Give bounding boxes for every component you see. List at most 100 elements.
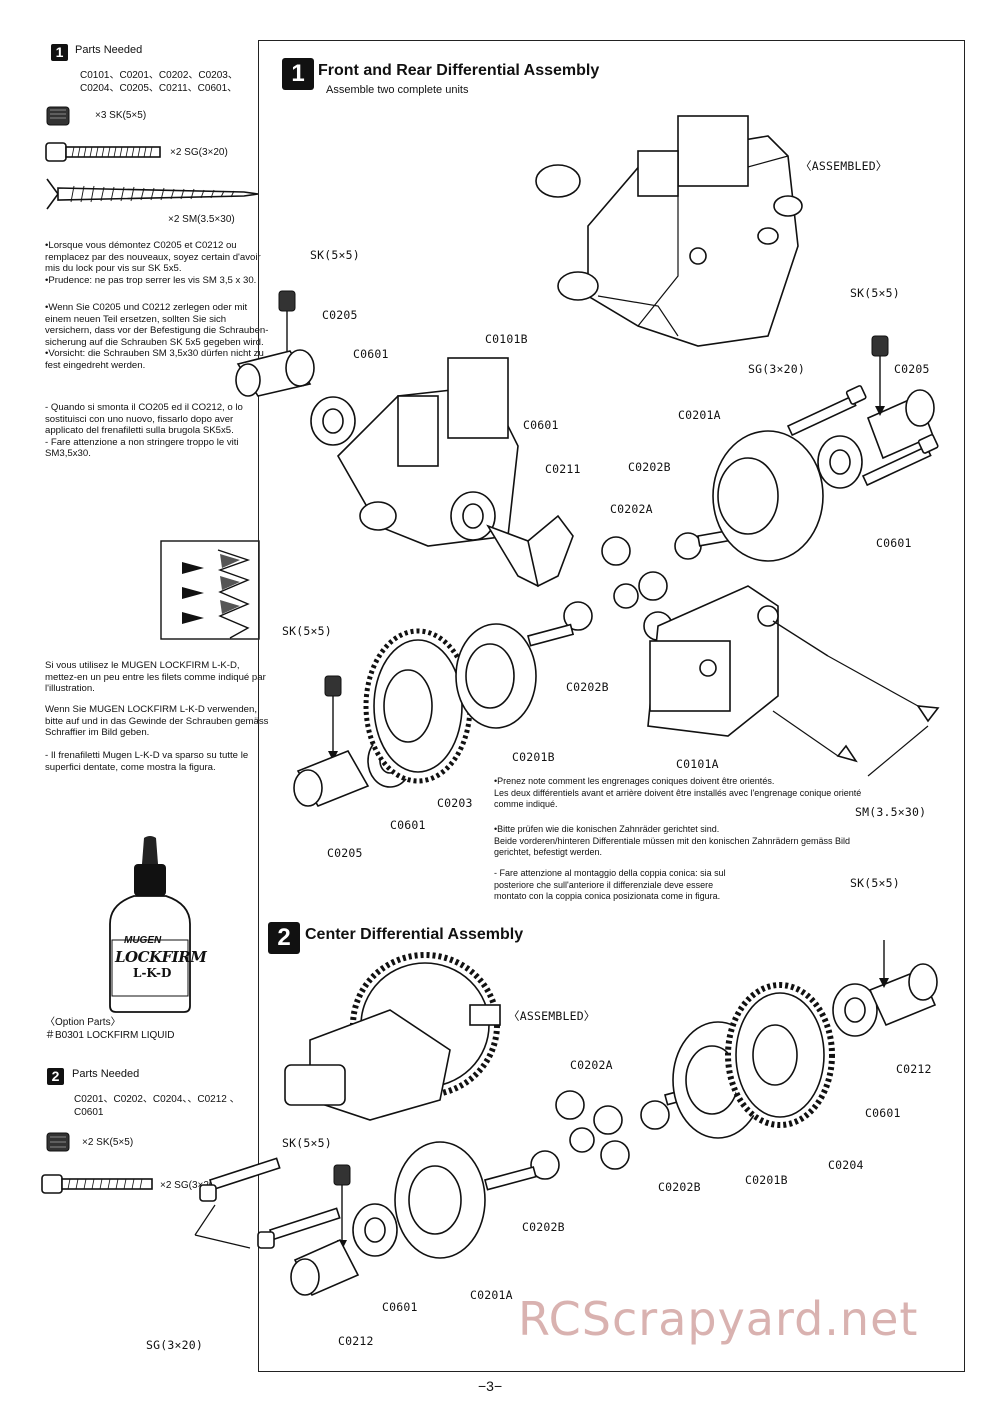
label-c0601-a: C0601	[353, 347, 389, 361]
lockfirm-german: Wenn Sie MUGEN LOCKFIRM L-K-D verwenden,…	[45, 704, 269, 739]
step2-parts-line2: C0601	[74, 1107, 104, 1118]
section1-note-italian: - Fare attenzione al montaggio della cop…	[494, 868, 726, 901]
section1-title: Front and Rear Differential Assembly	[318, 62, 600, 79]
label-c0201b: C0201B	[512, 750, 555, 764]
label-sk-a: SK(5×5)	[310, 248, 360, 262]
label-sk-c: SK(5×5)	[282, 624, 332, 638]
lockfirm-french: Si vous utilisez le MUGEN LOCKFIRM L-K-D…	[45, 660, 266, 695]
section1-exploded-diagram	[235, 115, 940, 808]
step2-item-sg: ×2 SG(3×20)	[160, 1180, 218, 1191]
label-c0205-b: C0205	[894, 362, 930, 376]
pinion-c0211	[486, 514, 574, 588]
section1-note-german: •Bitte prüfen wie die konischen Zahnräde…	[494, 824, 851, 857]
capscrew-sg-left-b	[257, 1207, 341, 1249]
s2-label-c0202b-b: C0202B	[522, 1220, 565, 1234]
step2-parts-line1: C0201、C0202、C0204、、C0212 、	[74, 1094, 240, 1105]
wood-screw-sm-lower	[772, 710, 929, 777]
sg-capscrew-icon	[45, 142, 161, 162]
step2-item-sk: ×2 SK(5×5)	[82, 1137, 134, 1148]
shaft-c0202b-lower	[527, 601, 593, 647]
setscrew-sk-left	[333, 1164, 351, 1250]
lockfirm-bottle-image	[109, 836, 191, 1013]
outdrive-c0205-lower	[293, 749, 370, 808]
bearing-c0601-left	[352, 1203, 398, 1257]
right-bearing-c0601	[817, 435, 863, 489]
left-bearing-c0601	[310, 396, 356, 446]
label-c0205-c: C0205	[327, 846, 363, 860]
section1-badge: 1	[282, 58, 314, 90]
s2-label-sg: SG(3×20)	[146, 1338, 203, 1352]
diff-case-c0201b	[455, 623, 537, 729]
setscrew-sk-right	[879, 940, 889, 988]
section2-assembled-label: 〈ASSEMBLED〉	[508, 1009, 596, 1023]
label-sg: SG(3×20)	[748, 362, 805, 376]
option-parts-item: ＃B0301 LOCKFIRM LIQUID	[45, 1030, 175, 1041]
capscrew-sg-lower	[861, 434, 939, 487]
assembled-center-diff	[284, 952, 501, 1121]
step1-item-sm: ×2 SM(3.5×30)	[168, 214, 235, 225]
step1-parts-line2: C0204、C0205、C0211、C0601、	[80, 83, 238, 94]
note-italian: - Quando si smonta il CO205 ed il CO212,…	[45, 402, 243, 460]
s2-label-c0212-b: C0212	[338, 1334, 374, 1348]
s2-label-c0201b: C0201B	[745, 1173, 788, 1187]
label-c0101b: C0101B	[485, 332, 528, 346]
s2-label-c0601-a: C0601	[865, 1106, 901, 1120]
s2-label-c0202a: C0202A	[570, 1058, 613, 1072]
s2-label-c0601-b: C0601	[382, 1300, 418, 1314]
bottle-brand: MUGEN	[124, 935, 162, 946]
sk-setscrew-icon-2	[46, 1132, 70, 1152]
main-frame	[258, 40, 965, 1372]
label-c0203: C0203	[437, 796, 473, 810]
label-c0201a: C0201A	[678, 408, 721, 422]
label-c0205-a: C0205	[322, 308, 358, 322]
assembled-gearbox	[535, 115, 803, 347]
setscrew-sk-lower	[324, 675, 342, 761]
right-setscrew-sk	[871, 335, 889, 416]
bottle-name: LOCKFIRM	[115, 948, 207, 966]
s2-label-c0202b-a: C0202B	[658, 1180, 701, 1194]
label-c0601-b: C0601	[523, 418, 559, 432]
label-c0202a: C0202A	[610, 502, 653, 516]
bottle-code: L-K-D	[133, 966, 172, 980]
bearing-c0601-b	[450, 491, 496, 541]
label-c0601-c: C0601	[876, 536, 912, 550]
outdrive-c0212-right	[868, 963, 938, 1027]
gearbox-c0101a	[647, 585, 779, 737]
label-sm: SM(3.5×30)	[855, 805, 927, 819]
capscrew-sg-left-a	[199, 1157, 281, 1202]
wood-screw-sm-upper	[772, 620, 940, 723]
left-outdrive-c0205	[235, 349, 315, 397]
note-german: •Wenn Sie C0205 und C0212 zerlegen oder …	[45, 302, 269, 371]
s2-label-c0204: C0204	[828, 1158, 864, 1172]
spider-gears-c0202a-center	[555, 1090, 630, 1170]
label-c0601-d: C0601	[390, 818, 426, 832]
label-c0202b-b: C0202B	[566, 680, 609, 694]
step1-item-sg: ×2 SG(3×20)	[170, 147, 228, 158]
step1-badge: 1	[51, 44, 68, 61]
step2-badge: 2	[47, 1068, 64, 1085]
section1-subtitle: Assemble two complete units	[326, 84, 469, 96]
page-number: −3−	[478, 1378, 503, 1394]
diff-case-c0201a-center	[394, 1141, 486, 1259]
bearing-c0601-right	[832, 983, 878, 1037]
section2-title: Center Differential Assembly	[305, 926, 524, 943]
label-c0211: C0211	[545, 462, 581, 476]
s2-label-c0201a: C0201A	[470, 1288, 513, 1302]
sm-wood-screw-icon	[46, 178, 259, 210]
sk-setscrew-icon	[46, 106, 70, 126]
watermark-text: RCScrapyard.net	[518, 1292, 919, 1346]
label-c0202b-a: C0202B	[628, 460, 671, 474]
lockfirm-italian: - Il frenafiletti Mugen L-K-D va sparso …	[45, 750, 249, 773]
capscrew-sg-upper	[786, 385, 867, 437]
outdrive-c0212-left	[290, 1238, 360, 1297]
label-c0101a: C0101A	[676, 757, 719, 771]
step1-item-sk: ×3 SK(5×5)	[95, 110, 147, 121]
option-parts-title: 〈Option Parts〉	[45, 1017, 121, 1028]
section2-badge: 2	[268, 922, 300, 954]
diff-case-c0201a	[712, 430, 824, 562]
s2-label-c0212-a: C0212	[896, 1062, 932, 1076]
shaft-c0202b-center-left	[484, 1150, 560, 1191]
section1-assembled-label: 〈ASSEMBLED〉	[800, 159, 888, 173]
ring-gear-c0203	[363, 628, 473, 784]
step2-parts-title: Parts Needed	[72, 1068, 140, 1080]
